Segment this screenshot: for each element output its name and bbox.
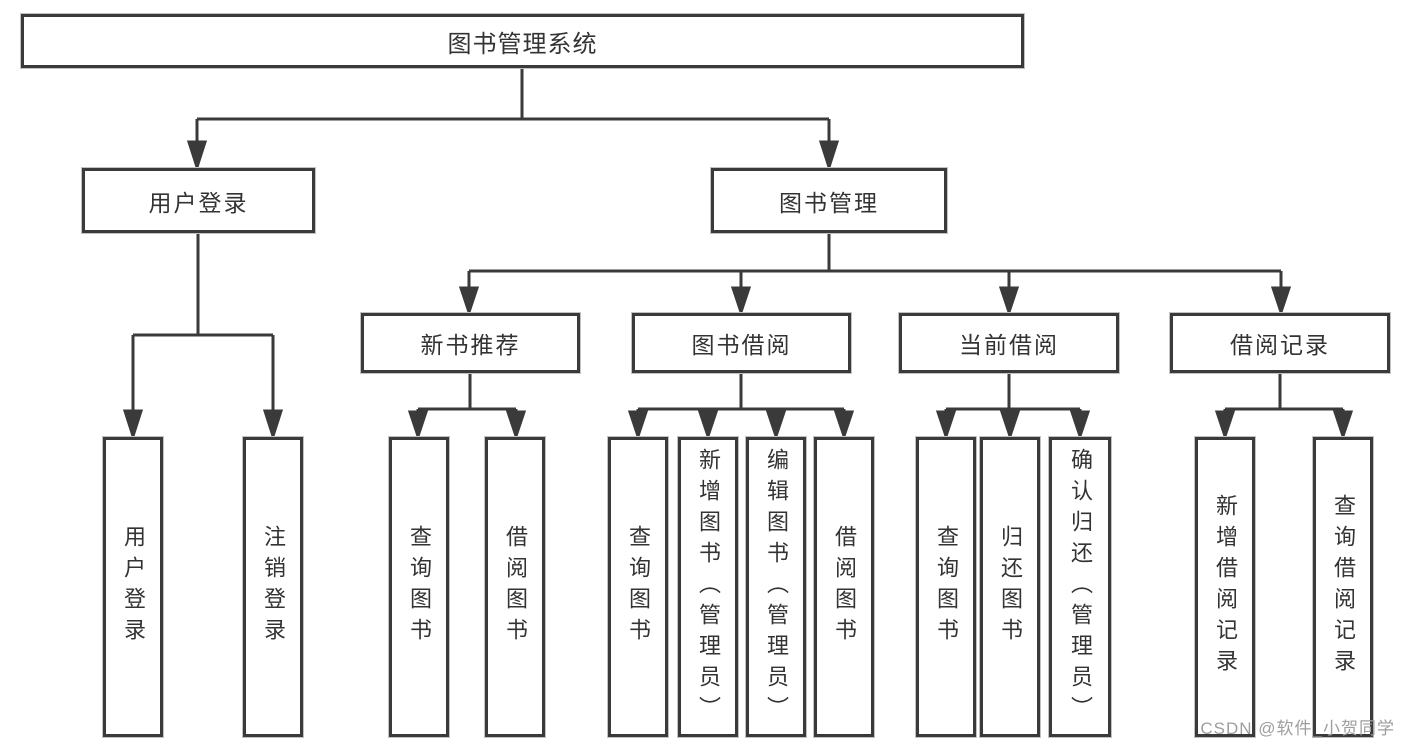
leaf-edit-books-admin: 编辑图书（管理员）: [746, 437, 806, 737]
leaf-label: 用户登录: [121, 525, 146, 649]
connector-book-mgmt-to-level3: [458, 233, 1292, 317]
node-borrow-records: 借阅记录: [1170, 313, 1390, 373]
node-new-books: 新书推荐: [361, 313, 580, 373]
node-root: 图书管理系统: [21, 14, 1024, 68]
csdn-watermark: CSDN @软件_小贺同学: [1200, 719, 1395, 738]
connector-current-borrow-children: [935, 373, 1091, 441]
leaf-label: 借阅图书: [832, 525, 857, 649]
leaf-label: 编辑图书（管理员）: [764, 447, 789, 727]
leaf-user-login: 用户登录: [103, 437, 163, 737]
leaf-label: 查询图书: [934, 525, 959, 649]
leaf-logout: 注销登录: [243, 437, 303, 737]
leaf-label: 查询借阅记录: [1331, 494, 1356, 680]
leaf-newbooks-query-books: 查询图书: [389, 437, 449, 737]
leaf-label: 查询图书: [626, 525, 651, 649]
node-user-login: 用户登录: [82, 168, 315, 233]
leaf-add-borrow-record: 新增借阅记录: [1195, 437, 1255, 737]
leaf-label: 新增图书（管理员）: [696, 447, 721, 727]
node-book-mgmt: 图书管理: [711, 168, 947, 233]
leaf-borrow-query-books: 查询图书: [608, 437, 668, 737]
leaf-label: 确认归还（管理员）: [1068, 447, 1093, 727]
leaf-label: 借阅图书: [503, 525, 528, 649]
leaf-newbooks-borrow-books: 借阅图书: [485, 437, 545, 737]
leaf-label: 查询图书: [407, 525, 432, 649]
connector-new-books-children: [407, 373, 527, 441]
leaf-borrow-books: 借阅图书: [814, 437, 874, 737]
leaf-return-books: 归还图书: [980, 437, 1040, 737]
leaf-label: 归还图书: [998, 525, 1023, 649]
leaf-current-query-books: 查询图书: [916, 437, 976, 737]
connector-root-to-level2: [186, 68, 840, 172]
node-book-borrow: 图书借阅: [632, 313, 851, 373]
node-current-borrow: 当前借阅: [899, 313, 1119, 373]
leaf-add-books-admin: 新增图书（管理员）: [678, 437, 738, 737]
leaf-confirm-return-admin: 确认归还（管理员）: [1049, 437, 1111, 737]
connector-book-borrow-children: [627, 373, 855, 441]
leaf-query-borrow-record: 查询借阅记录: [1313, 437, 1373, 737]
connector-user-login-children: [122, 233, 284, 441]
connector-borrow-records-children: [1214, 373, 1354, 441]
leaf-label: 注销登录: [261, 525, 286, 649]
leaf-label: 新增借阅记录: [1213, 494, 1238, 680]
